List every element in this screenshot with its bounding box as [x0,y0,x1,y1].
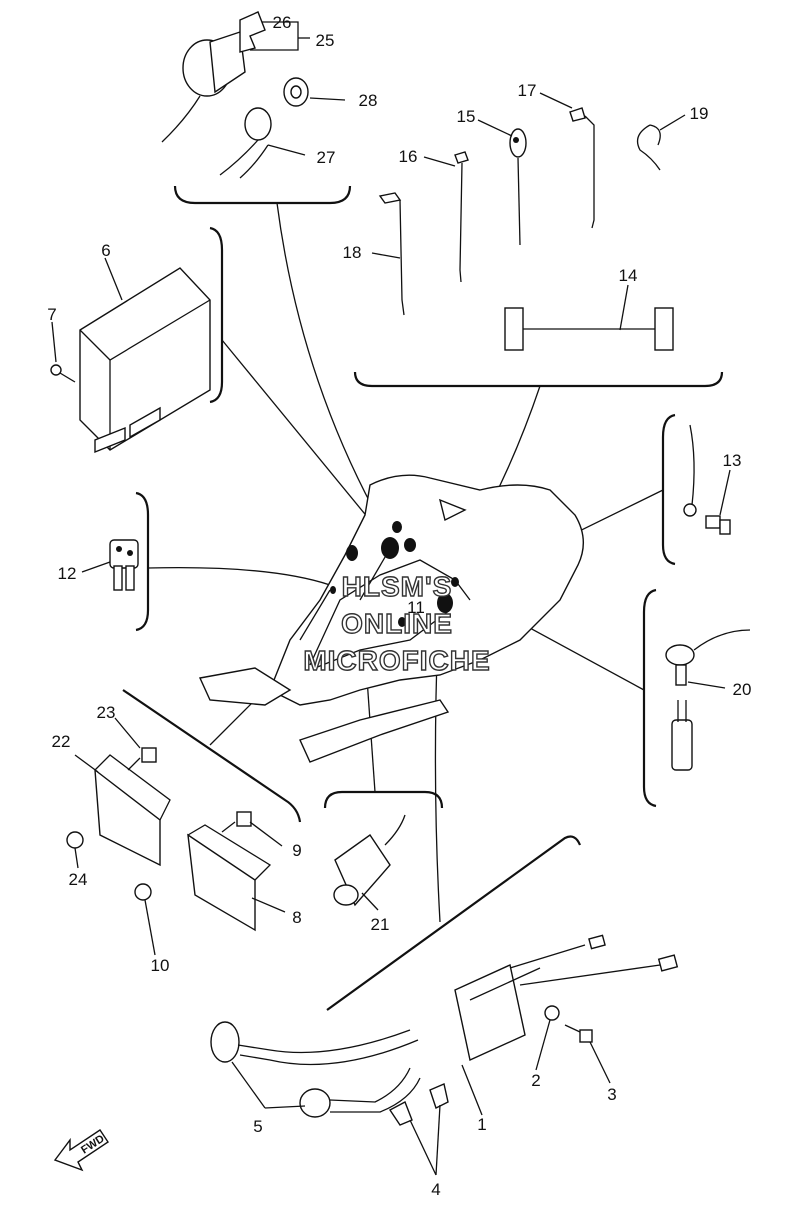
capacitor-21 [333,814,406,907]
bracket-ground [661,413,676,566]
callout-19: 19 [690,104,709,123]
bracket-coil [326,835,582,1011]
bracket-top-switches [173,185,352,205]
main-switch [161,11,266,143]
callout-12: 12 [58,564,77,583]
callout-17: 17 [518,81,537,100]
sensor-20 [665,629,751,771]
callout-8: 8 [292,908,301,927]
callout-16: 16 [399,147,418,166]
nut-24 [66,831,84,849]
callout-14: 14 [619,266,638,285]
clamps-4 [388,1083,449,1126]
ground-wire [683,424,697,517]
watermark-line2: ONLINE [341,608,453,639]
bracket-sensor [642,588,657,808]
callout-2: 2 [531,1071,540,1090]
callout-10: 10 [151,956,170,975]
wire-harness [198,474,584,763]
bracket-connector [135,491,150,632]
wire-tie-17 [569,107,595,229]
callout-1: 1 [477,1115,486,1134]
callout-15: 15 [457,107,476,126]
screw-3 [564,1024,593,1043]
nut-10 [134,883,152,901]
callout-3: 3 [607,1085,616,1104]
wire-tie-18 [378,192,405,316]
callout-7: 7 [47,305,56,324]
callout-20: 20 [733,680,752,699]
cdi-22 [94,754,171,867]
screw-7 [50,364,76,383]
clip-15 [509,128,527,246]
callout-24: 24 [69,870,88,889]
callout-13: 13 [723,451,742,470]
band-14 [504,307,674,351]
watermark-line1: HLSM'S [342,571,453,602]
wire-tie-16 [454,151,469,283]
leader-connector [147,566,331,586]
leader-ecu [221,339,379,531]
ecu-box [79,267,211,454]
callout-4: 4 [431,1180,440,1199]
bolt-9 [221,811,252,833]
callout-5: 5 [253,1117,262,1136]
callout-23: 23 [97,703,116,722]
callout-leaders [51,21,731,1176]
bolt-23 [127,747,157,771]
callout-6: 6 [101,241,110,260]
plug-cap-upper [210,1021,419,1066]
ignition-coil [454,934,679,1061]
bracket-ties [353,371,724,388]
fwd-arrow-icon: FWD [53,1129,109,1172]
callout-26: 26 [273,13,292,32]
connector-12 [109,539,139,591]
callout-11: 11 [407,598,425,617]
callout-21: 21 [371,915,390,934]
clip-19 [636,124,661,171]
bracket-capacitor [323,790,444,809]
callout-18: 18 [343,243,362,262]
callout-28: 28 [359,91,378,110]
callout-27: 27 [317,148,336,167]
bracket-ecu [209,226,224,404]
callout-25: 25 [316,31,335,50]
leader-top [276,202,386,531]
callout-22: 22 [52,732,71,751]
watermark-line3: MICROFICHE [303,645,490,676]
callout-9: 9 [292,841,301,860]
plug-cap-lower [299,1067,421,1118]
rectifier-8 [187,824,272,932]
bolt-13 [705,515,731,535]
switch-27 [219,107,272,179]
nut-28 [283,77,309,107]
bracket-cdi [122,689,302,823]
